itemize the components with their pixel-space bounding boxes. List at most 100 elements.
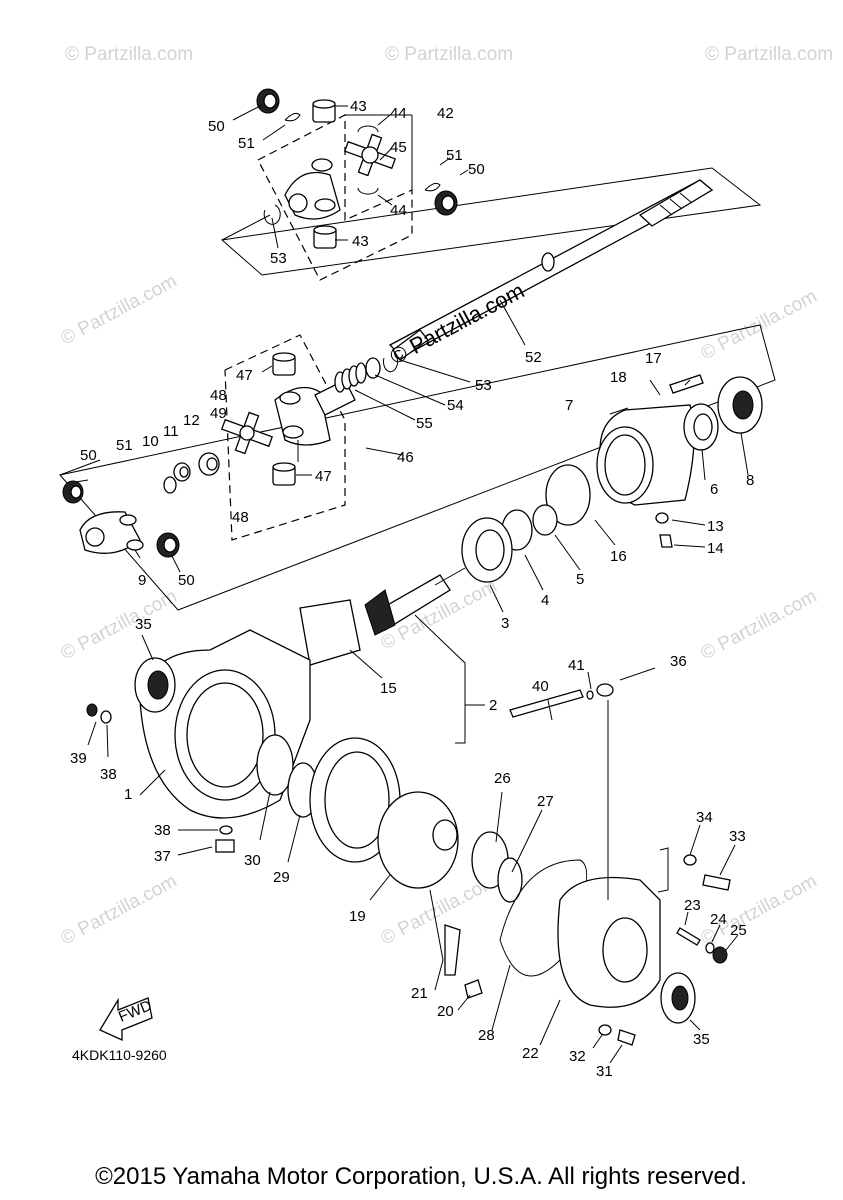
callout-label: 24 [710,911,727,928]
callout-label: 31 [596,1063,613,1080]
callout-label: 8 [746,472,754,489]
callout-label: 11 [163,423,179,440]
callout-label: 18 [610,369,627,386]
callout-label: 19 [349,908,366,925]
universal-joint-cross-part [343,133,397,177]
watermark-text: © Partzilla.com [57,586,180,665]
callout-label: 49 [210,405,227,422]
leader-lines [75,104,749,1064]
universal-joint-cross-part [220,411,274,455]
callout-numbers: 50 51 43 44 42 45 51 50 44 53 43 52 53 5… [70,98,754,1080]
oil-seal-part [62,452,220,558]
callout-label: 29 [273,869,290,886]
bearing-housing-part [596,404,695,506]
callout-label: 34 [696,809,713,826]
watermark-text: © Partzilla.com [697,586,820,665]
callout-label: 43 [350,98,367,115]
callout-label: 10 [142,433,159,450]
bearing-cup-part [272,352,296,486]
upper-shaft-assembly [220,88,762,358]
callout-label: 4 [541,592,549,609]
callout-label: 22 [522,1045,539,1062]
gasket-part [299,599,361,666]
callout-label: 37 [154,848,171,865]
middle-assembly [59,324,776,611]
callout-label: 14 [707,540,724,557]
watermark-text: © Partzilla.com [65,44,193,65]
callout-label: 35 [135,616,152,633]
shaft-part [509,689,584,718]
bracket-part [444,924,461,976]
callout-label: 38 [154,822,171,839]
callout-label: 45 [390,139,407,156]
yoke-part [79,511,144,554]
callout-label: 6 [710,481,718,498]
callout-label: 50 [178,572,195,589]
hardware-parts [86,683,731,1046]
forward-direction-arrow: FWD [99,997,154,1042]
callout-label: 30 [244,852,261,869]
yoke-part [284,158,341,220]
callout-label: 16 [610,548,627,565]
callout-label: 21 [411,985,428,1002]
callout-label: 40 [532,678,549,695]
callout-label: 1 [124,786,132,803]
callout-label: 38 [100,766,117,783]
callout-label: 41 [568,657,585,674]
ring-gear-part [309,737,401,863]
copyright-text: ©2015 Yamaha Motor Corporation, U.S.A. A… [95,1163,747,1190]
watermark-text: © Partzilla.com [57,871,180,950]
callout-label: 28 [478,1027,495,1044]
differential-assembly-part [377,791,523,903]
callout-label: 9 [138,572,146,589]
bearing-cup-part [312,99,337,249]
callout-label: 51 [446,147,463,164]
callout-label: 23 [684,897,701,914]
callout-label: 50 [468,161,485,178]
callout-label: 32 [569,1048,586,1065]
callout-label: 44 [390,202,407,219]
diagram-code: 4KDK110-9260 [72,1047,167,1063]
callout-label: 53 [270,250,287,267]
bearing-part [461,376,763,583]
callout-label: 52 [525,349,542,366]
callout-label: 25 [730,922,747,939]
pinion-gear-part [364,567,466,636]
callout-label: 48 [232,509,249,526]
drain-plug-part [659,534,673,548]
callout-label: 47 [315,468,332,485]
washer-part [655,512,669,524]
callout-label: 27 [537,793,554,810]
callout-label: 39 [70,750,87,767]
callout-label: 15 [380,680,397,697]
drive-shaft-part [388,179,714,358]
callout-label: 33 [729,828,746,845]
callout-label: 43 [352,233,369,250]
callout-label: 12 [183,412,200,429]
callout-label: 53 [475,377,492,394]
watermark-text: © Partzilla.com [705,44,833,65]
callout-label: 51 [116,437,133,454]
callout-label: 13 [707,518,724,535]
callout-label: 26 [494,770,511,787]
callout-label: 17 [645,350,662,367]
callout-label: 3 [501,615,509,632]
callout-label: 55 [416,415,433,432]
callout-label: 20 [437,1003,454,1020]
callout-label: 7 [565,397,573,414]
callout-label: 46 [397,449,414,466]
callout-label: 36 [670,653,687,670]
spring-part [334,329,429,393]
watermark-text: © Partzilla.com [385,44,513,65]
gear-case-cover-part [557,876,696,1024]
callout-label: 50 [208,118,225,135]
callout-label: 48 [210,387,227,404]
oil-seal-part [256,88,458,216]
callout-label: 35 [693,1031,710,1048]
callout-label: 47 [236,367,253,384]
callout-label: 51 [238,135,255,152]
watermark-text: © Partzilla.com [57,271,180,350]
watermark-text-large: © Partzilla.com [386,278,529,370]
callout-label: 5 [576,571,584,588]
